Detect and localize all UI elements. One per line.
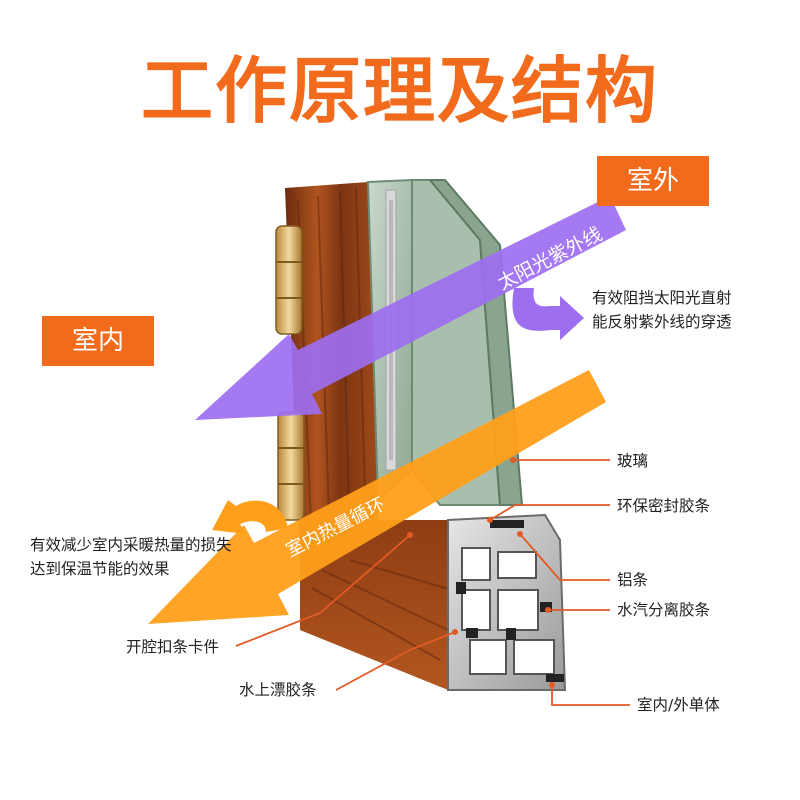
callout-glass: 玻璃: [617, 452, 649, 470]
hinge-lower: [277, 411, 305, 521]
hinge-upper: [275, 225, 303, 335]
heat-arrow: [148, 370, 606, 624]
leader-dots: [407, 457, 555, 688]
heat-note: 有效减少室内采暖热量的损失 达到保温节能的效果: [30, 533, 232, 581]
page-title: 工作原理及结构: [140, 49, 659, 133]
rubber-gaskets: [456, 520, 564, 682]
uv-note-line-2: 能反射紫外线的穿透: [592, 313, 732, 331]
inside-tag: 室内: [42, 316, 154, 366]
heat-note-line-1: 有效减少室内采暖热量的损失: [30, 536, 232, 554]
aluminum-chambers: [461, 547, 555, 675]
leader-lines: [235, 459, 630, 706]
callout-float-strip: 水上漂胶条: [239, 681, 317, 699]
callout-body: 室内/外单体: [637, 696, 720, 714]
callout-clip: 开腔扣条卡件: [126, 638, 220, 656]
heat-loop-arrow: [212, 500, 288, 534]
uv-reflect-arrow: [512, 288, 584, 340]
callout-vapor-strip: 水汽分离胶条: [617, 601, 711, 619]
callout-aluminum-strip: 铝条: [617, 571, 649, 589]
uv-note: 有效阻挡太阳光直射 能反射紫外线的穿透: [592, 286, 732, 334]
uv-note-line-1: 有效阻挡太阳光直射: [592, 289, 732, 307]
callout-seal-strip: 环保密封胶条: [617, 497, 711, 515]
heat-note-line-2: 达到保温节能的效果: [30, 560, 170, 578]
uv-arrow: [195, 196, 626, 420]
outside-tag: 室外: [597, 156, 709, 206]
